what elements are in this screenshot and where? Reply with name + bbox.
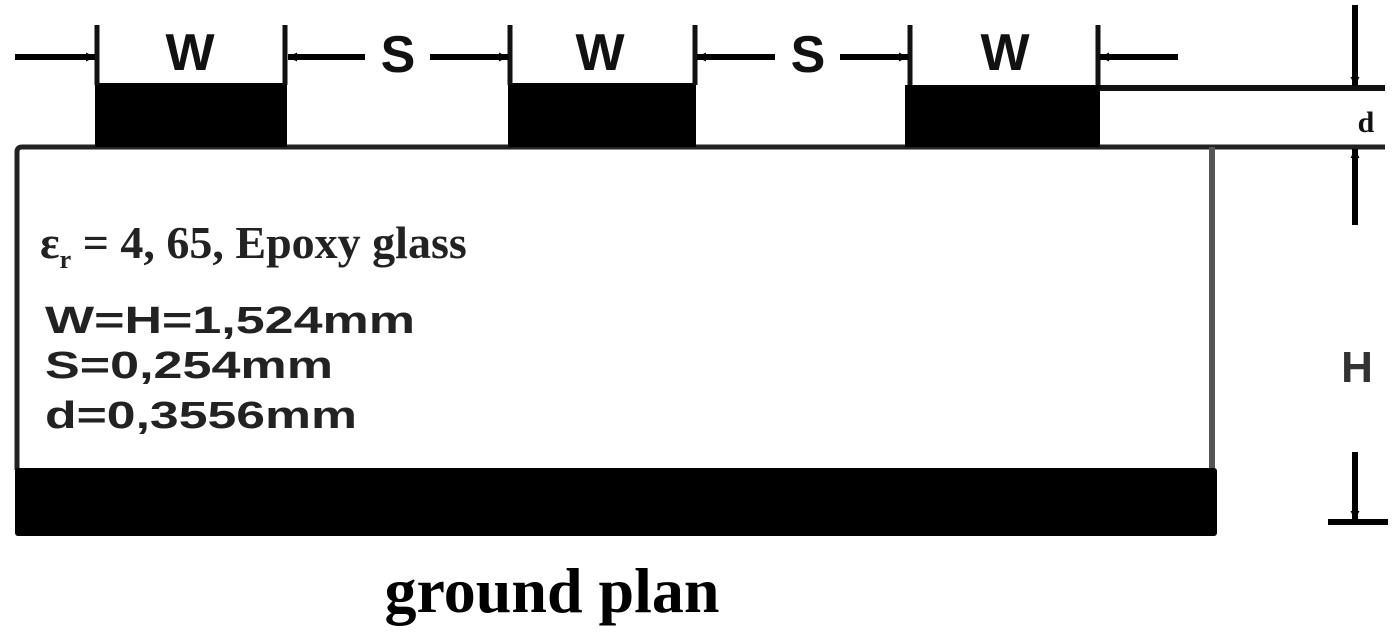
strip-width-label: W: [980, 24, 1030, 82]
param-spacing: S=0,254mm: [45, 345, 333, 387]
substrate: [14, 144, 1385, 470]
permittivity-symbol: ε: [40, 217, 60, 268]
permittivity-text: = 4, 65, Epoxy glass: [71, 217, 467, 268]
strip-1: [95, 83, 287, 147]
strip-conductors: [95, 83, 1100, 147]
ground-plane: [15, 468, 1217, 536]
strip-2: [508, 83, 696, 147]
dimension-labels: W S W S W: [165, 24, 1030, 84]
strip-width-label: W: [165, 24, 215, 82]
strip-width-label: W: [575, 24, 625, 82]
gap-label: S: [381, 26, 416, 84]
substrate-parameters: εr = 4, 65, Epoxy glass W=H=1,524mm S=0,…: [40, 217, 467, 437]
gap-label: S: [791, 26, 826, 84]
caption: ground plan: [385, 555, 720, 626]
strip-3: [905, 85, 1100, 147]
vertical-dimension: d H: [1100, 5, 1388, 525]
thickness-label: d: [1358, 106, 1375, 139]
extension-lines: [94, 25, 1101, 85]
svg-text:εr = 4, 65, Epoxy glass: εr = 4, 65, Epoxy glass: [40, 217, 467, 274]
param-width-height: W=H=1,524mm: [45, 300, 415, 342]
permittivity-subscript: r: [60, 245, 72, 274]
height-label: H: [1341, 343, 1373, 392]
param-thickness: d=0,3556mm: [45, 395, 357, 437]
